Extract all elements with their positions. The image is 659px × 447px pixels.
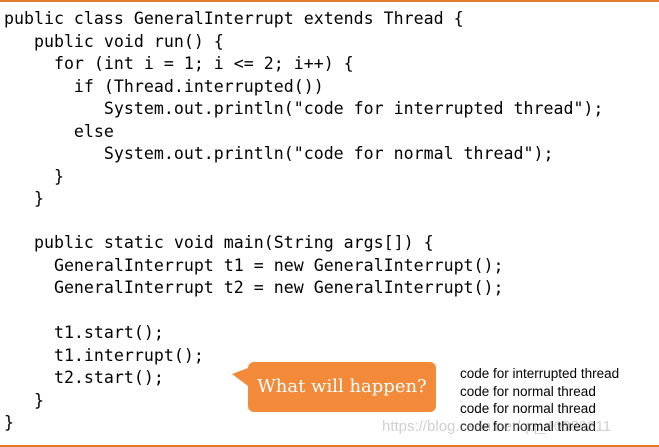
code-line: else	[4, 122, 114, 141]
code-line: public void run() {	[4, 32, 224, 51]
code-line: }	[4, 167, 64, 186]
output-line: code for interrupted thread	[460, 366, 620, 381]
code-line: public class GeneralInterrupt extends Th…	[4, 9, 464, 28]
code-line: }	[4, 391, 44, 410]
watermark: https://blog.csdn.net/qq_40389811	[382, 418, 612, 435]
code-line: if (Thread.interrupted())	[4, 77, 324, 96]
question-callout: What will happen?	[232, 362, 436, 412]
code-line: for (int i = 1; i <= 2; i++) {	[4, 54, 354, 73]
code-line: public static void main(String args[]) {	[4, 233, 434, 252]
code-line: }	[4, 413, 14, 432]
code-line: t1.start();	[4, 323, 164, 342]
output-line: code for normal thread	[460, 418, 596, 434]
output-line: code for normal thread	[460, 401, 596, 416]
program-output: code for interrupted thread code for nor…	[460, 365, 650, 435]
code-line: GeneralInterrupt t1 = new GeneralInterru…	[4, 256, 504, 275]
code-line: System.out.println("code for interrupted…	[4, 99, 604, 118]
code-line: GeneralInterrupt t2 = new GeneralInterru…	[4, 278, 504, 297]
callout-text: What will happen?	[257, 376, 427, 397]
code-line: System.out.println("code for normal thre…	[4, 144, 554, 163]
code-line: t2.start();	[4, 368, 164, 387]
code-line: t1.interrupt();	[4, 346, 204, 365]
code-line: }	[4, 189, 44, 208]
output-line: code for normal thread	[460, 383, 596, 399]
